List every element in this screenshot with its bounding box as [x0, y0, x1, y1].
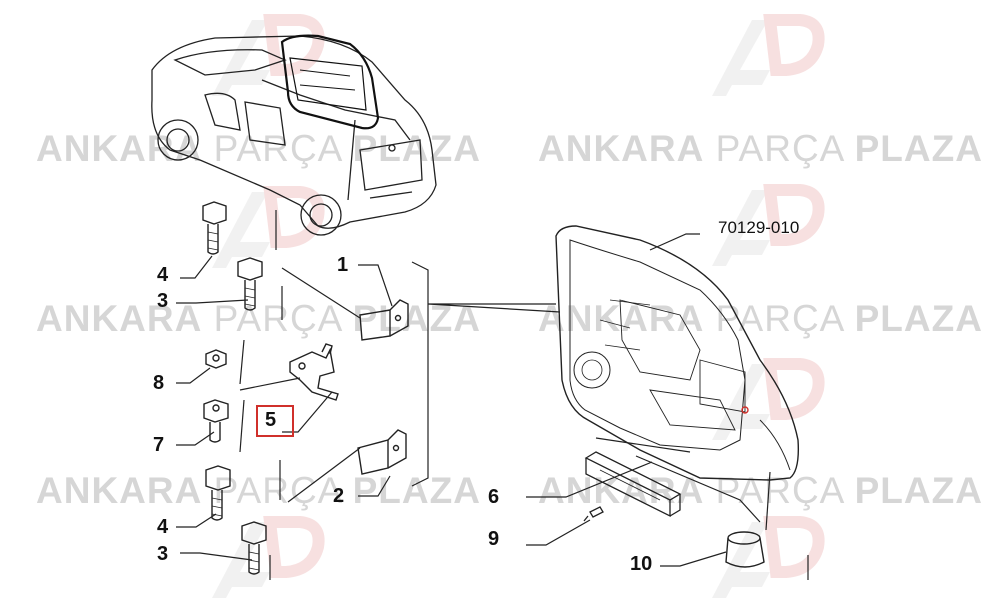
callout-6: 6 [488, 486, 500, 508]
part-3-bolt-lower [241, 521, 267, 575]
watermark-row-2-left: ANKARA PARÇA PLAZA [36, 298, 481, 339]
part-4-bolt-lower [205, 465, 231, 521]
part-6-drawing [584, 451, 682, 518]
ap-logo-watermark-icon [712, 358, 825, 440]
part-9-drawing [583, 506, 604, 522]
watermark-row-1-left: ANKARA PARÇA PLAZA [36, 128, 481, 169]
callout-4-lower: 4 [157, 516, 169, 538]
callout-2: 2 [333, 485, 345, 507]
ap-logo-watermark-icon [712, 184, 825, 266]
watermark-row-1-right: ANKARA PARÇA PLAZA [538, 128, 983, 169]
ap-logo-watermark-icon [212, 186, 325, 268]
part-10-drawing [725, 531, 765, 568]
part-8-nut [205, 349, 227, 369]
part-3-bolt-upper [237, 257, 263, 311]
callout-5: 5 [265, 409, 277, 431]
part-5-drawing [289, 343, 339, 401]
ap-logo-watermark-icon [712, 14, 825, 96]
leader-lines [176, 210, 809, 580]
callout-9: 9 [488, 528, 500, 550]
part-4-bolt-upper [202, 201, 227, 255]
callout-8: 8 [153, 372, 165, 394]
part-7-bolt [203, 399, 229, 443]
watermark-row-3-right: ANKARA PARÇA PLAZA [538, 470, 983, 511]
watermark-row-2-right: ANKARA PARÇA PLAZA [538, 298, 983, 339]
part-1-drawing [359, 299, 409, 341]
callout-7: 7 [153, 434, 165, 456]
callout-10: 10 [630, 553, 653, 575]
callout-3-upper: 3 [157, 290, 169, 312]
car-door-open [280, 34, 380, 130]
part-number-door-label: 70129-010 [718, 218, 800, 237]
highlighted-callout-box [256, 405, 294, 437]
callout-1: 1 [337, 254, 349, 276]
door-panel-drawing [555, 225, 800, 481]
part-2-drawing [357, 429, 407, 475]
car-illustration [151, 35, 437, 236]
ap-logo-watermark-icon [712, 516, 825, 598]
watermark-row-3-left: ANKARA PARÇA PLAZA [36, 470, 481, 511]
ap-logo-watermark-icon [212, 516, 325, 598]
ap-logo-watermark-icon [212, 14, 325, 96]
callout-3-lower: 3 [157, 543, 169, 565]
callout-4-upper: 4 [157, 264, 169, 286]
